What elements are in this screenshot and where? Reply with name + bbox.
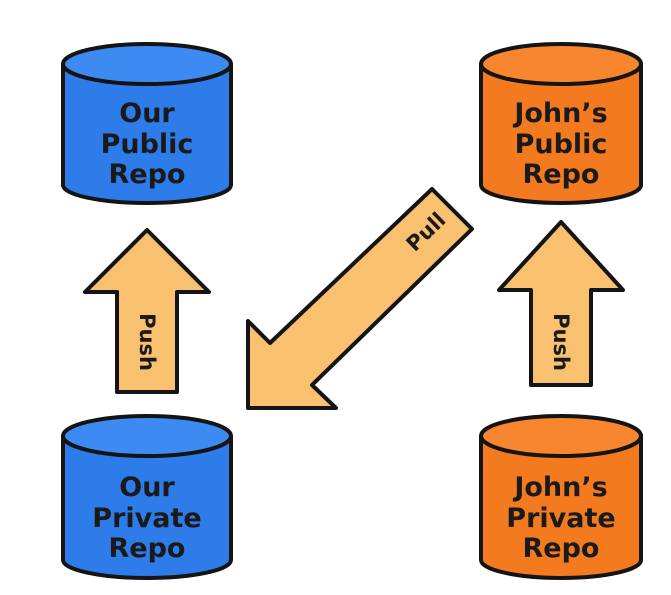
john-public-repo-label-line2: Public [515,129,608,160]
right-push-arrow-label: Push [549,313,573,371]
john-public-repo-label-line1: John’s [512,98,607,129]
john-public-repo: John’s Public Repo [479,42,643,205]
our-public-repo: Our Public Repo [61,42,233,205]
john-private-repo-label-line3: Repo [523,533,600,564]
john-public-repo-top [479,42,643,86]
our-public-repo-top [61,42,233,86]
john-private-repo-body [479,434,643,580]
left-push-arrow-shape [83,228,211,394]
our-private-repo-top [61,414,233,458]
our-private-repo-label-line2: Private [92,503,201,534]
our-public-repo-label-line3: Repo [109,159,186,190]
john-private-repo-top [479,414,643,458]
left-push-arrow: Push [83,228,211,394]
our-public-repo-label-line2: Public [101,129,194,160]
john-private-repo-label-line2: Private [506,503,615,534]
our-private-repo-body [61,434,233,580]
right-push-arrow-shape [497,220,625,387]
john-public-repo-body [479,62,643,205]
john-public-repo-label-line3: Repo [523,159,600,190]
right-push-arrow: Push [497,220,625,387]
john-private-repo-label-line1: John’s [512,472,607,503]
john-private-repo: John’s Private Repo [479,414,643,580]
left-push-arrow-label: Push [135,313,159,371]
our-public-repo-body [61,62,233,205]
pull-arrow: Pull [246,187,474,410]
our-public-repo-label-line1: Our [119,98,175,129]
our-private-repo-label-line1: Our [119,472,175,503]
our-private-repo: Our Private Repo [61,414,233,580]
pull-arrow-shape [246,187,474,410]
our-private-repo-label-line3: Repo [109,533,186,564]
